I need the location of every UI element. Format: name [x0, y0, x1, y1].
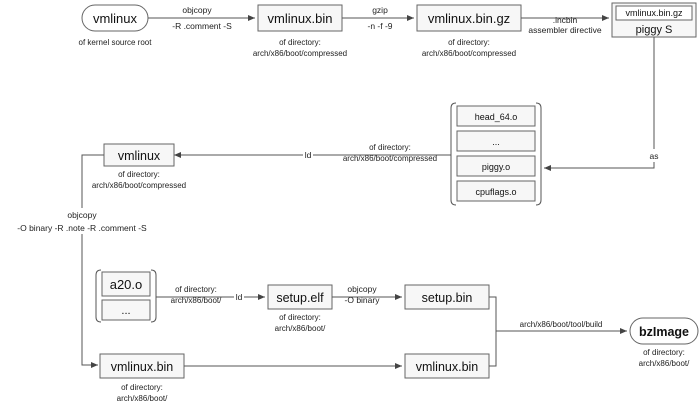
label-incbin-desc: assembler directive [528, 25, 601, 35]
node-piggy-s: vmlinux.bin.gz piggy S [611, 2, 697, 38]
object-file-label: piggy.o [482, 162, 510, 172]
label-gzip-args: -n -f -9 [367, 21, 392, 31]
node-vmlinux-compressed: vmlinux [103, 143, 175, 167]
build-brace [489, 296, 497, 367]
caption-gz-1: of directory: [448, 38, 490, 47]
caption-gz-2: arch/x86/boot/compressed [422, 49, 516, 58]
label-ld1: ld [305, 150, 312, 160]
caption-vmlinux-c-1: of directory: [118, 170, 160, 179]
caption-ld2-2: arch/x86/boot/ [171, 296, 222, 305]
node-vmlinux-bin-boot-2: vmlinux.bin [404, 353, 490, 379]
caption-bzimage-2: arch/x86/boot/ [639, 359, 690, 368]
node-vmlinux-bin-compressed-label: vmlinux.bin [267, 11, 332, 26]
object-file-box [456, 155, 536, 177]
label-objcopy3-cmd: objcopy [347, 284, 377, 294]
node-vmlinux-bin-compressed: vmlinux.bin [257, 4, 343, 32]
caption-vmlinux-bin-c-2: arch/x86/boot/compressed [253, 49, 347, 58]
label-gzip-cmd: gzip [372, 5, 388, 15]
caption-ld2-1: of directory: [175, 285, 217, 294]
caption-vmlinux-bin-b-2: arch/x86/boot/ [117, 394, 168, 403]
label-objcopy1-cmd: objcopy [182, 5, 212, 15]
label-objcopy2-args: -O binary -R .note -R .comment -S [17, 223, 147, 233]
node-vmlinux-bin-boot: vmlinux.bin [99, 353, 185, 379]
node-setup-bin: setup.bin [404, 284, 490, 310]
label-build: arch/x86/boot/tool/build [520, 320, 603, 329]
caption-ld1-1: of directory: [369, 143, 411, 152]
caption-vmlinux-bin-b-1: of directory: [121, 383, 163, 392]
label-ld2: ld [236, 292, 243, 302]
node-vmlinux-bin-boot-2-label: vmlinux.bin [416, 360, 479, 374]
caption-ld1-2: arch/x86/boot/compressed [343, 154, 437, 163]
object-file-box [456, 105, 536, 127]
caption-kernel-root: of kernel source root [79, 38, 153, 47]
caption-setup-elf-2: arch/x86/boot/ [275, 324, 326, 333]
node-vmlinux-bin-gz: vmlinux.bin.gz [416, 4, 522, 32]
setup-object-list: a20.o ... [95, 269, 157, 323]
object-file-list: head_64.o... piggy.o cpuflags.o [450, 102, 542, 206]
label-as: as [650, 151, 659, 161]
label-objcopy2-cmd: objcopy [67, 210, 97, 220]
object-file-label: cpuflags.o [475, 187, 516, 197]
caption-setup-elf-1: of directory: [279, 313, 321, 322]
node-vmlinux-bin-gz-label: vmlinux.bin.gz [428, 11, 510, 26]
node-vmlinux-root-label: vmlinux [93, 11, 138, 26]
edge-as [544, 37, 655, 171]
setup-item-more: ... [121, 305, 130, 317]
object-file-label: head_64.o [475, 112, 518, 122]
node-setup-elf-label: setup.elf [276, 291, 324, 305]
node-vmlinux-bin-boot-label: vmlinux.bin [111, 360, 174, 374]
caption-vmlinux-c-2: arch/x86/boot/compressed [92, 181, 186, 190]
object-file-box [456, 130, 536, 152]
label-objcopy1-args: -R .comment -S [172, 21, 232, 31]
node-setup-bin-label: setup.bin [422, 291, 473, 305]
node-bzimage-label: bzImage [639, 325, 689, 339]
object-file-box [456, 180, 536, 202]
node-vmlinux-compressed-label: vmlinux [118, 149, 161, 163]
caption-vmlinux-bin-c-1: of directory: [279, 38, 321, 47]
caption-bzimage-1: of directory: [643, 348, 685, 357]
object-file-label: ... [492, 137, 500, 147]
piggy-label: piggy S [636, 24, 673, 36]
node-vmlinux-root: vmlinux [81, 4, 149, 32]
edge-objcopy2 [81, 154, 104, 368]
piggy-inner-label: vmlinux.bin.gz [625, 8, 683, 18]
node-bzimage: bzImage [629, 317, 699, 345]
setup-item-a20: a20.o [110, 277, 143, 292]
node-setup-elf: setup.elf [267, 284, 333, 310]
label-objcopy3-args: -O binary [345, 295, 381, 305]
label-incbin: .incbin [553, 15, 578, 25]
